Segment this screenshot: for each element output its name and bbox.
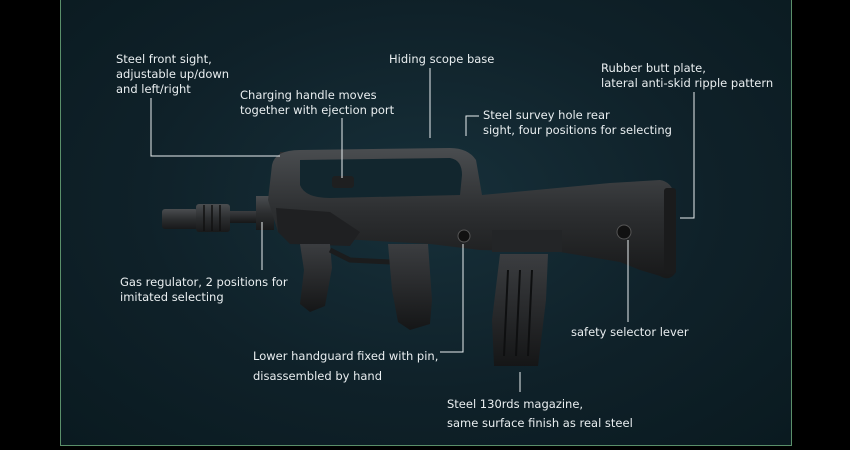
handguard-pin — [457, 229, 471, 243]
charging-handle — [332, 176, 354, 188]
rear-sight-label: Steel survey hole rear sight, four posit… — [483, 108, 672, 137]
gas-regulator-label: Gas regulator, 2 positions for imitated … — [120, 275, 288, 304]
lower-handguard — [276, 208, 360, 246]
leader-rear-sight — [465, 115, 479, 136]
magazine-label: Steel 130rds magazine, same surface fini… — [447, 397, 633, 430]
leader-front-sight — [150, 98, 280, 157]
rifle-illustration — [162, 148, 676, 366]
magazine — [492, 254, 548, 366]
magazine-well — [492, 230, 562, 252]
front-sight-label: Steel front sight, adjustable up/down an… — [116, 52, 230, 96]
butt-plate — [664, 188, 676, 274]
pistol-grip — [388, 244, 432, 330]
scope-base-label: Hiding scope base — [389, 52, 495, 66]
charging-handle-label: Charging handle moves together with ejec… — [240, 88, 395, 117]
front-grip — [300, 244, 332, 312]
leader-lines — [150, 68, 695, 392]
handle-opening — [300, 158, 462, 198]
butt-plate-label: Rubber butt plate, lateral anti-skid rip… — [601, 61, 774, 90]
safety-selector — [616, 224, 632, 240]
trigger-guard — [328, 247, 391, 265]
leader-butt-plate — [680, 92, 695, 219]
safety-selector-label: safety selector lever — [571, 325, 689, 339]
leader-handguard — [440, 244, 464, 353]
muzzle — [162, 204, 260, 232]
handguard-label: Lower handguard fixed with pin, disassem… — [253, 349, 439, 383]
